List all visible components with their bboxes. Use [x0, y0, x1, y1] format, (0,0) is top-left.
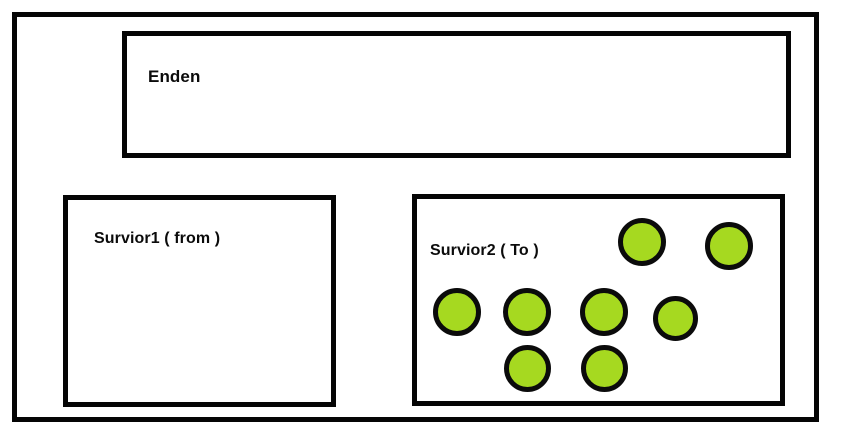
node-circle[interactable] [580, 288, 628, 336]
node-circle[interactable] [653, 296, 698, 341]
enden-label: Enden [148, 67, 201, 86]
node-circle[interactable] [581, 345, 628, 392]
node-circle[interactable] [433, 288, 481, 336]
node-circle[interactable] [618, 218, 666, 266]
node-circle[interactable] [503, 288, 551, 336]
survior1-label: Survior1 ( from ) [94, 230, 221, 247]
node-circle[interactable] [705, 222, 753, 270]
enden-box[interactable] [122, 31, 791, 158]
survior2-label: Survior2 ( To ) [430, 242, 539, 259]
node-circle[interactable] [504, 345, 551, 392]
survior1-box[interactable] [63, 195, 336, 407]
